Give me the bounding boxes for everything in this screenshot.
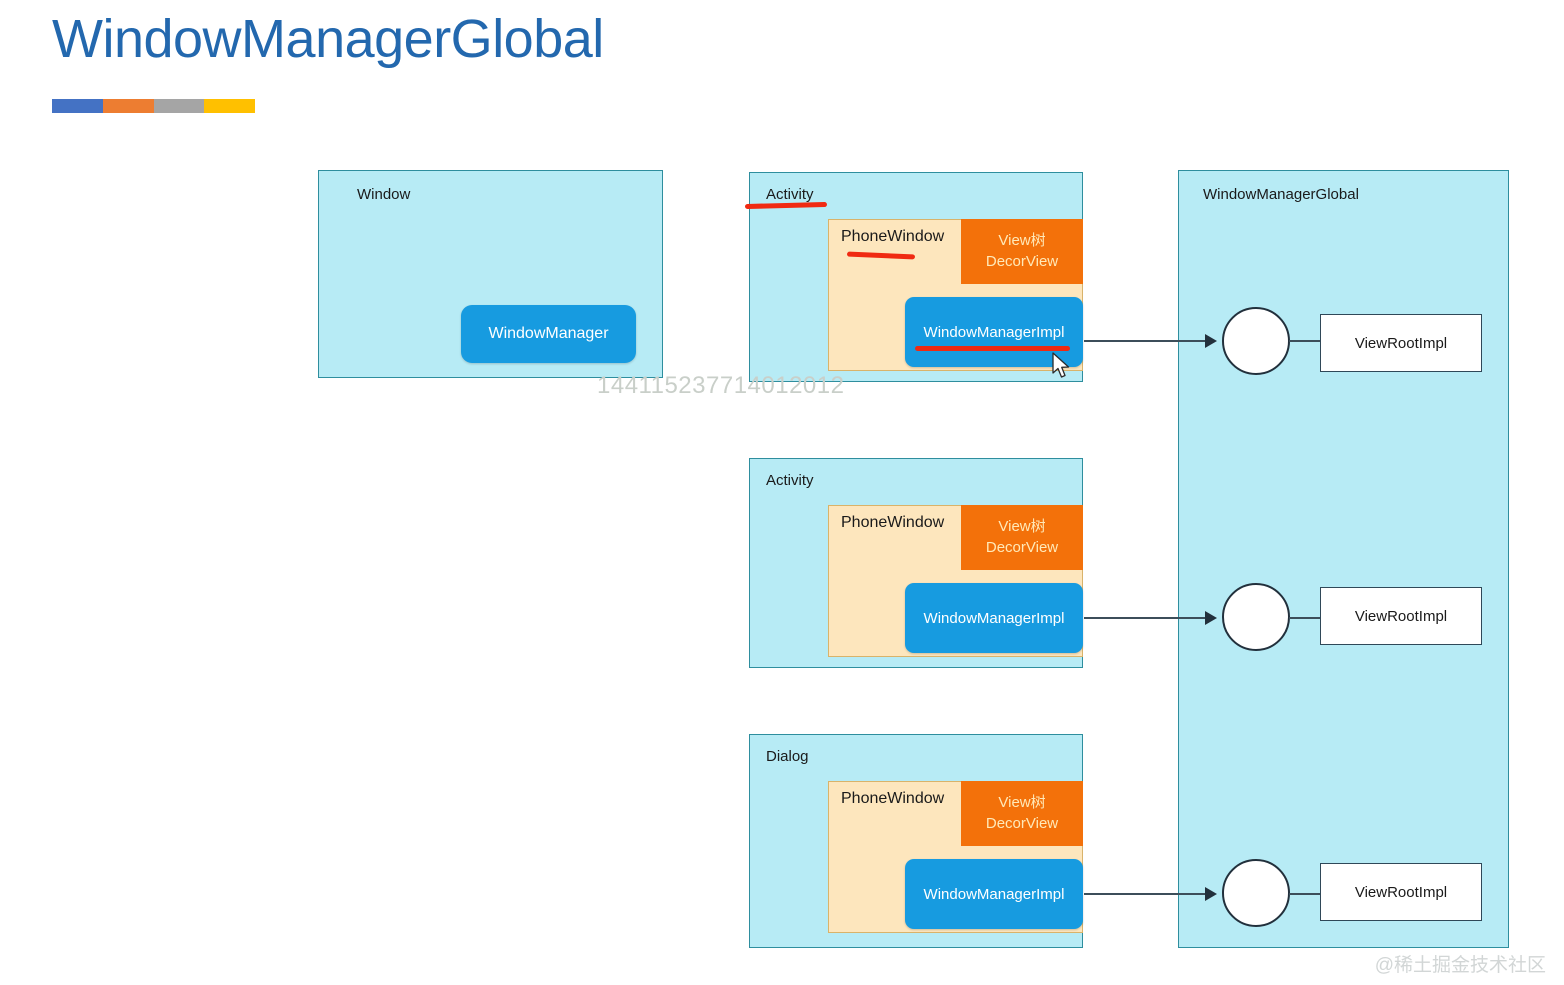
viewrootimpl-box-3[interactable]: ViewRootImpl (1320, 863, 1482, 921)
window-node-circle-2[interactable] (1222, 583, 1290, 651)
accent-segment-gray (153, 99, 205, 113)
window-node-circle-1[interactable] (1222, 307, 1290, 375)
connector-arrow-2 (1205, 611, 1217, 625)
watermark-corner-text: @稀土掘金技术社区 (1374, 955, 1546, 976)
connector-line-3 (1084, 893, 1208, 895)
connector-line-1 (1084, 340, 1208, 342)
windowmanager-box[interactable]: WindowManager (461, 305, 636, 363)
decorview-box-1[interactable]: View树 DecorView (961, 219, 1083, 284)
phonewindow-label-1: PhoneWindow (841, 228, 945, 245)
viewrootimpl-box-1[interactable]: ViewRootImpl (1320, 314, 1482, 372)
title-accent-bar (52, 99, 255, 113)
decorview-line-2: DecorView (985, 252, 1059, 270)
decorview-line-1: View树 (998, 232, 1046, 250)
decorview-box-3[interactable]: View树 DecorView (961, 781, 1083, 846)
watermark-center-text: 144115237714012012 (597, 372, 845, 399)
accent-segment-yellow (204, 99, 255, 113)
windowmanagerimpl-box-2[interactable]: WindowManagerImpl (905, 583, 1083, 653)
connector-arrow-3 (1205, 887, 1217, 901)
decorview-line-2: DecorView (985, 814, 1059, 832)
decorview-line-1: View树 (998, 794, 1046, 812)
connector-arrow-1 (1205, 334, 1217, 348)
container-label-activity-1: Activity (766, 186, 814, 203)
phonewindow-label-2: PhoneWindow (841, 514, 945, 531)
windowmanagerimpl-box-1[interactable]: WindowManagerImpl (905, 297, 1083, 367)
viewrootimpl-box-2[interactable]: ViewRootImpl (1320, 587, 1482, 645)
page-title: WindowManagerGlobal (52, 9, 604, 69)
decorview-box-2[interactable]: View树 DecorView (961, 505, 1083, 570)
windowmanagerglobal-panel (1178, 170, 1509, 948)
container-label-dialog: Dialog (766, 748, 809, 765)
mouse-cursor-icon (1052, 352, 1070, 378)
windowmanagerglobal-panel-label: WindowManagerGlobal (1203, 186, 1359, 203)
window-panel-label: Window (357, 186, 411, 203)
phonewindow-label-3: PhoneWindow (841, 790, 945, 807)
red-underline-windowmanagerimpl (915, 346, 1070, 351)
connector-line-node-to-vri-2 (1289, 617, 1321, 619)
windowmanagerimpl-box-3[interactable]: WindowManagerImpl (905, 859, 1083, 929)
decorview-line-1: View树 (998, 518, 1046, 536)
connector-line-2 (1084, 617, 1208, 619)
connector-line-node-to-vri-1 (1289, 340, 1321, 342)
accent-segment-blue (52, 99, 103, 113)
accent-segment-orange (102, 99, 154, 113)
container-label-activity-2: Activity (766, 472, 814, 489)
window-node-circle-3[interactable] (1222, 859, 1290, 927)
connector-line-node-to-vri-3 (1289, 893, 1321, 895)
decorview-line-2: DecorView (985, 538, 1059, 556)
